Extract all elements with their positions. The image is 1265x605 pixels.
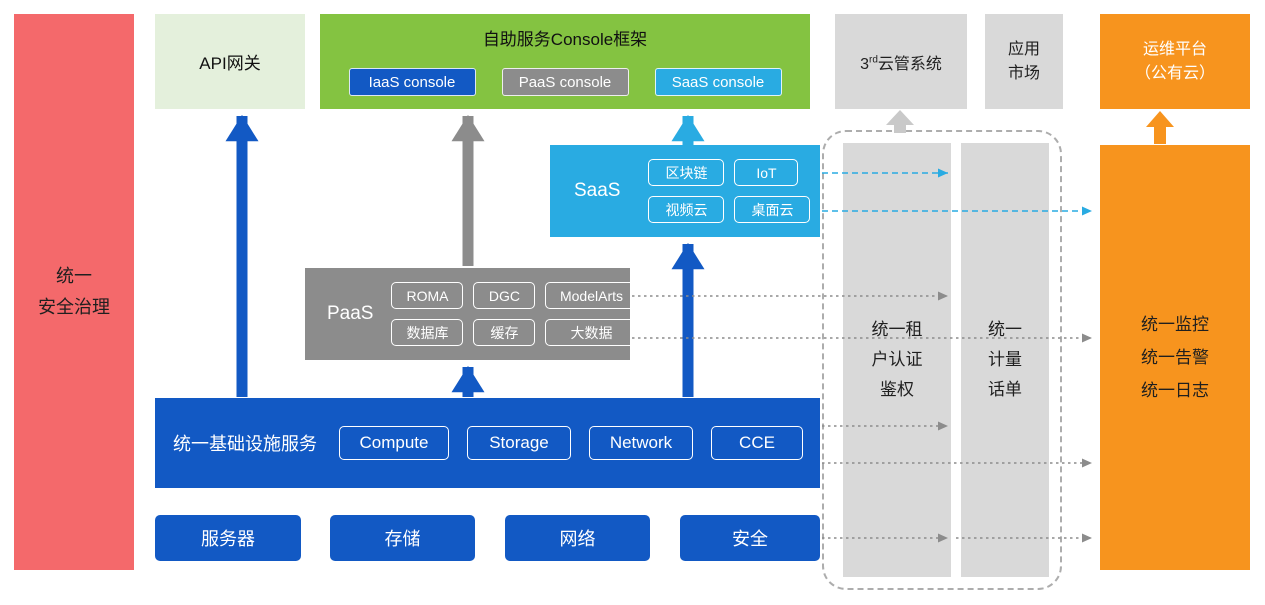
paas-item-roma: ROMA bbox=[391, 282, 464, 309]
metering-line-1: 统一 bbox=[988, 320, 1022, 340]
paas-console-box: PaaS console bbox=[501, 68, 629, 96]
tenant-auth-line-2: 户认证 bbox=[871, 350, 923, 370]
metering-billing-bar: 统一 计量 话单 bbox=[961, 143, 1049, 577]
paas-layer-box: PaaS ROMA DGC ModelArts 数据库 缓存 大数据 bbox=[305, 268, 638, 360]
resource-box-security: 安全 bbox=[680, 515, 820, 561]
paas-item-database: 数据库 bbox=[391, 319, 464, 346]
app-market-line-1: 应用 bbox=[1007, 40, 1040, 58]
iaas-console-box: IaaS console bbox=[348, 68, 476, 96]
saas-item-video-cloud: 视频云 bbox=[648, 196, 725, 223]
api-gateway-label: API网关 bbox=[199, 54, 261, 73]
resource-server-label: 服务器 bbox=[201, 529, 255, 549]
resource-box-storage: 存储 bbox=[330, 515, 475, 561]
metering-line-3: 话单 bbox=[988, 379, 1022, 399]
resource-box-server: 服务器 bbox=[155, 515, 301, 561]
console-chips-row: IaaS console PaaS console SaaS console bbox=[348, 68, 782, 96]
arrow-monitoring-to-om-platform bbox=[1146, 111, 1174, 144]
saas-console-box: SaaS console bbox=[654, 68, 782, 96]
paas-item-modelarts: ModelArts bbox=[545, 282, 638, 309]
om-platform-line-2: （公有云） bbox=[1134, 64, 1215, 82]
security-governance-line-2: 安全治理 bbox=[38, 297, 110, 317]
metering-line-2: 计量 bbox=[988, 350, 1022, 370]
tenant-auth-bar: 统一租 户认证 鉴权 bbox=[843, 143, 951, 577]
paas-items: ROMA DGC ModelArts 数据库 缓存 大数据 bbox=[391, 282, 638, 346]
console-framework-box: 自助服务Console框架 IaaS console PaaS console … bbox=[320, 14, 810, 109]
paas-item-bigdata: 大数据 bbox=[545, 319, 638, 346]
auth-metering-dashed-container bbox=[822, 130, 1062, 590]
infra-item-cce: CCE bbox=[711, 426, 803, 460]
tenant-auth-line-3: 鉴权 bbox=[880, 379, 914, 399]
monitoring-line-2: 统一告警 bbox=[1141, 347, 1209, 367]
monitoring-alarm-log-bar: 统一监控 统一告警 统一日志 bbox=[1100, 145, 1250, 570]
resource-storage-label: 存储 bbox=[384, 529, 421, 549]
saas-layer-box: SaaS 区块链 IoT 视频云 桌面云 bbox=[550, 145, 820, 237]
paas-item-cache: 缓存 bbox=[473, 319, 536, 346]
infra-item-network: Network bbox=[589, 426, 693, 460]
paas-item-dgc: DGC bbox=[473, 282, 536, 309]
app-market-line-2: 市场 bbox=[1007, 64, 1040, 82]
third-party-label: 3rd云管系统 bbox=[860, 50, 942, 74]
monitoring-line-3: 统一日志 bbox=[1141, 381, 1209, 401]
app-market-box: 应用 市场 bbox=[985, 14, 1063, 109]
monitoring-line-1: 统一监控 bbox=[1141, 314, 1209, 334]
infrastructure-service-label: 统一基础设施服务 bbox=[173, 434, 317, 454]
saas-item-blockchain: 区块链 bbox=[648, 159, 725, 186]
saas-item-desktop-cloud: 桌面云 bbox=[734, 196, 811, 223]
infrastructure-service-box: 统一基础设施服务 Compute Storage Network CCE bbox=[155, 398, 820, 488]
security-governance-bar: 统一 安全治理 bbox=[14, 14, 134, 570]
infra-item-storage: Storage bbox=[467, 426, 571, 460]
third-party-rest: 云管系统 bbox=[877, 55, 942, 73]
saas-items: 区块链 IoT 视频云 桌面云 bbox=[648, 159, 811, 223]
security-governance-line-1: 统一 bbox=[56, 266, 92, 287]
tenant-auth-line-1: 统一租 bbox=[871, 320, 923, 340]
saas-item-iot: IoT bbox=[734, 159, 799, 186]
resource-network-label: 网络 bbox=[559, 529, 596, 549]
resource-security-label: 安全 bbox=[732, 529, 768, 549]
infrastructure-items: Compute Storage Network CCE bbox=[339, 426, 803, 460]
om-platform-box: 运维平台 （公有云） bbox=[1100, 14, 1250, 109]
console-framework-title: 自助服务Console框架 bbox=[482, 30, 648, 49]
saas-layer-label: SaaS bbox=[574, 180, 621, 201]
third-party-cloud-mgmt-box: 3rd云管系统 bbox=[835, 14, 967, 109]
third-party-prefix: 3 bbox=[860, 55, 869, 73]
api-gateway-box: API网关 bbox=[155, 14, 305, 109]
paas-layer-label: PaaS bbox=[327, 303, 374, 324]
third-party-superscript: rd bbox=[868, 54, 878, 66]
infra-item-compute: Compute bbox=[339, 426, 449, 460]
om-platform-line-1: 运维平台 bbox=[1142, 40, 1207, 58]
resource-box-network: 网络 bbox=[505, 515, 650, 561]
